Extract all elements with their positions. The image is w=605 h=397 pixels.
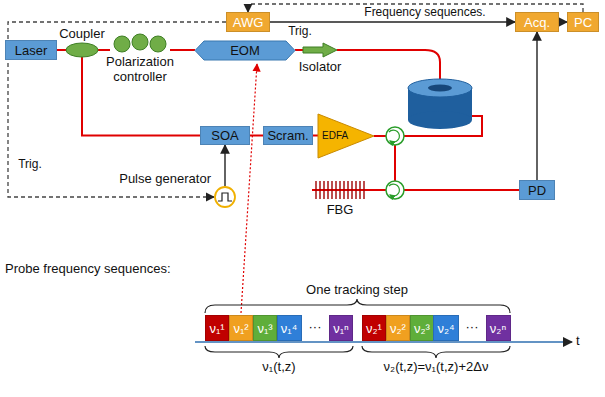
node-text: ν₁²: [230, 316, 252, 340]
bracket: [205, 299, 510, 313]
node-caption: Pulse generator: [119, 172, 211, 187]
node-text: PC: [568, 13, 598, 31]
node-text: ν₂²: [387, 316, 409, 340]
node-text: AWG: [227, 13, 269, 31]
circulator: [386, 181, 404, 199]
fiber-line: [394, 145, 396, 181]
coupler-shape: [66, 43, 98, 57]
frequency-step: ν₂ⁿ: [486, 315, 511, 341]
brace: [205, 346, 353, 358]
node-caption: Polarization controller: [95, 55, 185, 85]
bracket-label: One tracking step: [306, 283, 408, 298]
section-title: Probe frequency sequences:: [5, 262, 171, 277]
pc-box: PC: [567, 12, 599, 32]
fiber-connector: [170, 49, 195, 51]
circulator: [386, 127, 404, 145]
coupler: Coupler: [66, 43, 98, 57]
ellipsis: ···: [309, 320, 322, 335]
acquisition-box: Acq.: [515, 12, 559, 32]
edge-label: Trig.: [286, 25, 314, 38]
node-text: Acq.: [516, 13, 558, 31]
fiber-connector: [295, 49, 303, 51]
pulse-generator-shape: [214, 186, 236, 208]
node-text: ν₂⁴: [434, 316, 458, 340]
node-text: Scram.: [264, 127, 312, 144]
node-text: ν₂³: [411, 316, 433, 340]
sequence-label: ν₂(t,z)=ν₁(t,z)+2Δν: [384, 360, 489, 375]
scrambler-box: Scram.: [263, 126, 313, 145]
awg-box: AWG: [226, 12, 270, 32]
node-text: ν₁ⁿ: [330, 316, 352, 340]
frequency-step: ν₁ⁿ: [329, 315, 353, 341]
soa-box: SOA: [200, 126, 250, 145]
signal-connector: [559, 21, 567, 22]
pointer-line: [241, 64, 257, 313]
fiber-connector: [250, 135, 263, 137]
fiber-connector: [57, 49, 66, 51]
pulse-generator: Pulse generator: [214, 186, 236, 208]
node-text: ν₁³: [254, 316, 276, 340]
node-caption: FBG: [327, 203, 354, 218]
signal-connector: [270, 21, 515, 22]
fbg-grating: FBG: [312, 180, 368, 200]
isolator: Isolator: [303, 43, 337, 57]
photodetector-box: PD: [519, 180, 555, 200]
node-text: Laser: [6, 41, 56, 59]
fiber-spool: [408, 79, 472, 129]
isolator-shape: [303, 43, 337, 57]
edge-label: Trig.: [16, 158, 44, 171]
node-text: PD: [520, 181, 554, 199]
node-text: EDFA: [318, 114, 378, 158]
edfa-amplifier: EDFA: [318, 114, 374, 158]
node-text: ν₂¹: [363, 316, 385, 340]
fiber-line: [337, 50, 440, 79]
fiber-line: [368, 189, 386, 191]
fbg-grating-shape: [312, 180, 368, 200]
signal-connector: [536, 32, 537, 180]
node-caption: Isolator: [299, 60, 342, 75]
node-text: ν₁¹: [206, 316, 228, 340]
edge-label: Frequency sequences.: [362, 6, 487, 19]
frequency-step: ν₂⁴: [433, 315, 459, 341]
fiber-line: [374, 135, 386, 137]
fiber-connector: [313, 135, 318, 137]
frequency-step: ν₂³: [410, 315, 434, 341]
polarization-controller: Polarization controller: [110, 34, 170, 52]
eom-modulator: EOM: [195, 41, 295, 60]
polarization-controller-shape: [110, 34, 170, 52]
axis-label: t: [576, 334, 580, 349]
node-text: SOA: [201, 127, 249, 144]
sequence-label: ν₁(t,z): [262, 360, 295, 375]
fiber-line: [404, 189, 519, 191]
frequency-step: ν₁²: [229, 315, 253, 341]
node-text: ν₁⁴: [278, 316, 301, 340]
signal-connector: [224, 145, 225, 186]
brace: [362, 346, 510, 358]
frequency-step: ν₁⁴: [277, 315, 302, 341]
ellipsis: ···: [466, 320, 479, 335]
fiber-connector: [98, 49, 110, 51]
laser-box: Laser: [5, 40, 57, 60]
frequency-step: ν₂²: [386, 315, 410, 341]
node-caption: Coupler: [59, 27, 105, 42]
node-text: ν₂ⁿ: [487, 316, 510, 340]
frequency-step: ν₁³: [253, 315, 277, 341]
time-axis: [195, 341, 572, 343]
frequency-step: ν₁¹: [205, 315, 229, 341]
node-text: EOM: [195, 41, 295, 60]
frequency-step: ν₂¹: [362, 315, 386, 341]
